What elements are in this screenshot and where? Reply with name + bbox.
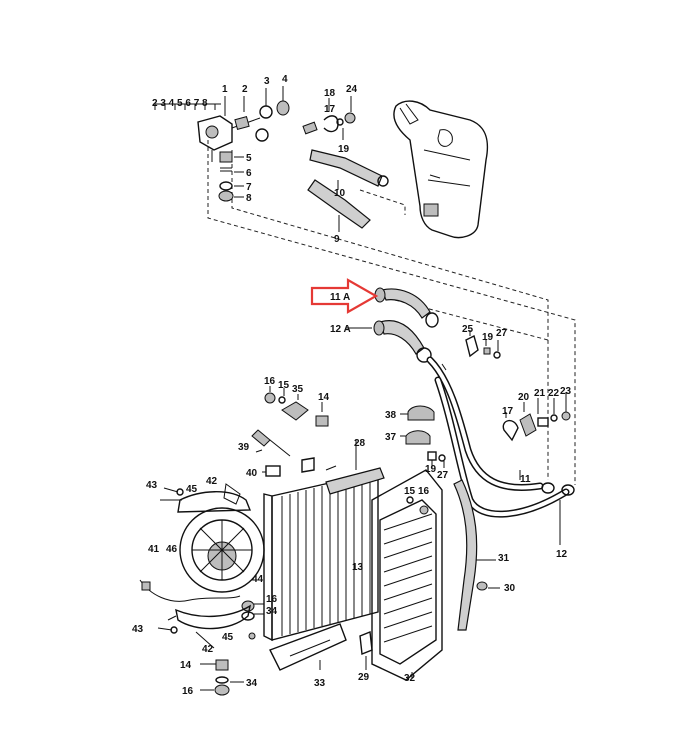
callout-c14b: 14 bbox=[180, 660, 192, 671]
callout-c16d: 16 bbox=[182, 686, 194, 697]
callout-c18: 18 bbox=[324, 88, 336, 99]
callout-c11A: 11 A bbox=[330, 292, 350, 303]
callout-c9: 9 bbox=[334, 234, 340, 245]
callout-c39: 39 bbox=[238, 442, 250, 453]
distributor-block-1 bbox=[154, 96, 233, 162]
callout-c31: 31 bbox=[498, 553, 510, 564]
callout-c25: 25 bbox=[462, 324, 474, 335]
callout-c6: 6 bbox=[246, 168, 252, 179]
fan-mounts-14-16-34 bbox=[200, 659, 244, 696]
fan-assembly-41 bbox=[160, 483, 265, 649]
callout-c33: 33 bbox=[314, 678, 326, 689]
callout-c7: 7 bbox=[246, 182, 252, 193]
pipe-clamps-17-20-21-22-23 bbox=[502, 392, 571, 442]
callout-c19c: 19 bbox=[425, 464, 437, 475]
sensor-39-40 bbox=[251, 429, 291, 477]
radiator-bracket-33 bbox=[269, 623, 347, 671]
callout-c16c: 16 bbox=[266, 594, 278, 605]
fan-fasteners-43-45 bbox=[157, 487, 256, 640]
pipe-clamps-25-19-27 bbox=[465, 330, 501, 359]
oil-cooler-13 bbox=[263, 440, 385, 642]
callout-c12A: 12 A bbox=[330, 324, 351, 335]
lower-mount-16-34 bbox=[241, 600, 264, 621]
callout-c45b: 45 bbox=[222, 632, 234, 643]
oil-lines-9-10 bbox=[254, 128, 389, 232]
callout-c20: 20 bbox=[518, 392, 530, 403]
callout-c3: 3 bbox=[264, 76, 270, 87]
callout-c46: 46 bbox=[166, 544, 178, 555]
callout-c16b: 16 bbox=[418, 486, 430, 497]
pipe-joint bbox=[441, 363, 447, 371]
callout-c40: 40 bbox=[246, 468, 258, 479]
callout-c14a: 14 bbox=[318, 392, 330, 403]
callout-c37: 37 bbox=[385, 432, 397, 443]
callout-c16a: 16 bbox=[264, 376, 276, 387]
clip-29 bbox=[359, 631, 373, 670]
hose-31 bbox=[453, 479, 500, 631]
callout-c41: 41 bbox=[148, 544, 160, 555]
air-grille-32 bbox=[371, 469, 443, 681]
callout-c19a: 19 bbox=[338, 144, 350, 155]
pipe-11-end bbox=[541, 482, 555, 494]
callout-c2: 2 bbox=[242, 84, 248, 95]
callout-c42b: 42 bbox=[202, 644, 214, 655]
callout-c45a: 45 bbox=[186, 484, 198, 495]
callout-c8: 8 bbox=[246, 193, 252, 204]
callout-c22: 22 bbox=[548, 388, 560, 399]
callout-c28: 28 bbox=[354, 438, 366, 449]
hose-12a bbox=[373, 320, 432, 363]
highlight-arrow bbox=[310, 278, 379, 314]
callout-c27b: 27 bbox=[437, 470, 449, 481]
callout-c17a: 17 bbox=[324, 104, 336, 115]
callout-c10: 10 bbox=[334, 188, 346, 199]
callout-c17b: 17 bbox=[502, 406, 514, 417]
callout-c34a: 34 bbox=[266, 606, 278, 617]
assembly-guide-lines bbox=[207, 140, 576, 485]
callout-c4: 4 bbox=[282, 74, 288, 85]
callout-c34b: 34 bbox=[246, 678, 258, 689]
callout-c21: 21 bbox=[534, 388, 546, 399]
callout-c24: 24 bbox=[346, 84, 358, 95]
callout-c1sub: 2 3 4 5 6 7 8 bbox=[152, 98, 208, 109]
oil-tank bbox=[393, 100, 489, 239]
fan-wiring bbox=[139, 579, 241, 602]
clamp-parts-17-18-19-24 bbox=[302, 96, 356, 140]
callout-c27a: 27 bbox=[496, 328, 508, 339]
callout-c43a: 43 bbox=[146, 480, 158, 491]
mounts-37-38-19-27 bbox=[400, 405, 446, 468]
callout-c44: 44 bbox=[252, 574, 264, 585]
callout-c11: 11 bbox=[520, 474, 531, 485]
callout-c15a: 15 bbox=[278, 380, 290, 391]
callout-c38: 38 bbox=[385, 410, 397, 421]
fittings-2-3-4 bbox=[231, 86, 290, 130]
callout-c13: 13 bbox=[352, 562, 364, 573]
callout-c19b: 19 bbox=[482, 332, 494, 343]
pipe-11 bbox=[426, 356, 544, 491]
callout-c32: 32 bbox=[404, 673, 416, 684]
callout-c35: 35 bbox=[292, 384, 304, 395]
callout-c1: 1 bbox=[222, 84, 228, 95]
callout-c15b: 15 bbox=[404, 486, 416, 497]
bracket-parts-14-15-16-35 bbox=[264, 386, 329, 427]
hose-11a bbox=[374, 287, 439, 328]
pipe-12-end bbox=[561, 484, 575, 496]
callout-c30: 30 bbox=[504, 583, 516, 594]
bolt-stack-5-8 bbox=[218, 151, 244, 202]
callout-c5: 5 bbox=[246, 153, 252, 164]
callout-c23: 23 bbox=[560, 386, 572, 397]
callout-c42a: 42 bbox=[206, 476, 218, 487]
callout-c29: 29 bbox=[358, 672, 370, 683]
callout-c12: 12 bbox=[556, 549, 568, 560]
callout-c43b: 43 bbox=[132, 624, 144, 635]
